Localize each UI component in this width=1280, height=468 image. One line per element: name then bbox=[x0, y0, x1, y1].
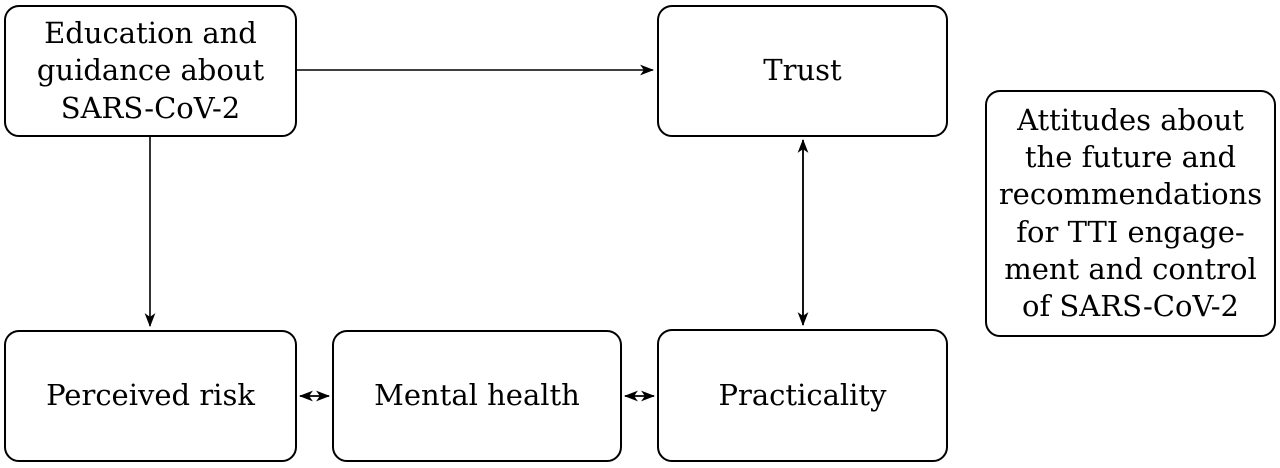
node-trust: Trust bbox=[657, 5, 948, 137]
node-attitudes-about-future: Attitudes about the future and recommend… bbox=[985, 90, 1276, 337]
node-mental-health: Mental health bbox=[332, 330, 622, 462]
node-perceived-risk: Perceived risk bbox=[4, 330, 297, 462]
node-practicality: Practicality bbox=[657, 329, 948, 462]
node-education-and-guidance: Education and guidance about SARS-CoV-2 bbox=[4, 5, 297, 137]
